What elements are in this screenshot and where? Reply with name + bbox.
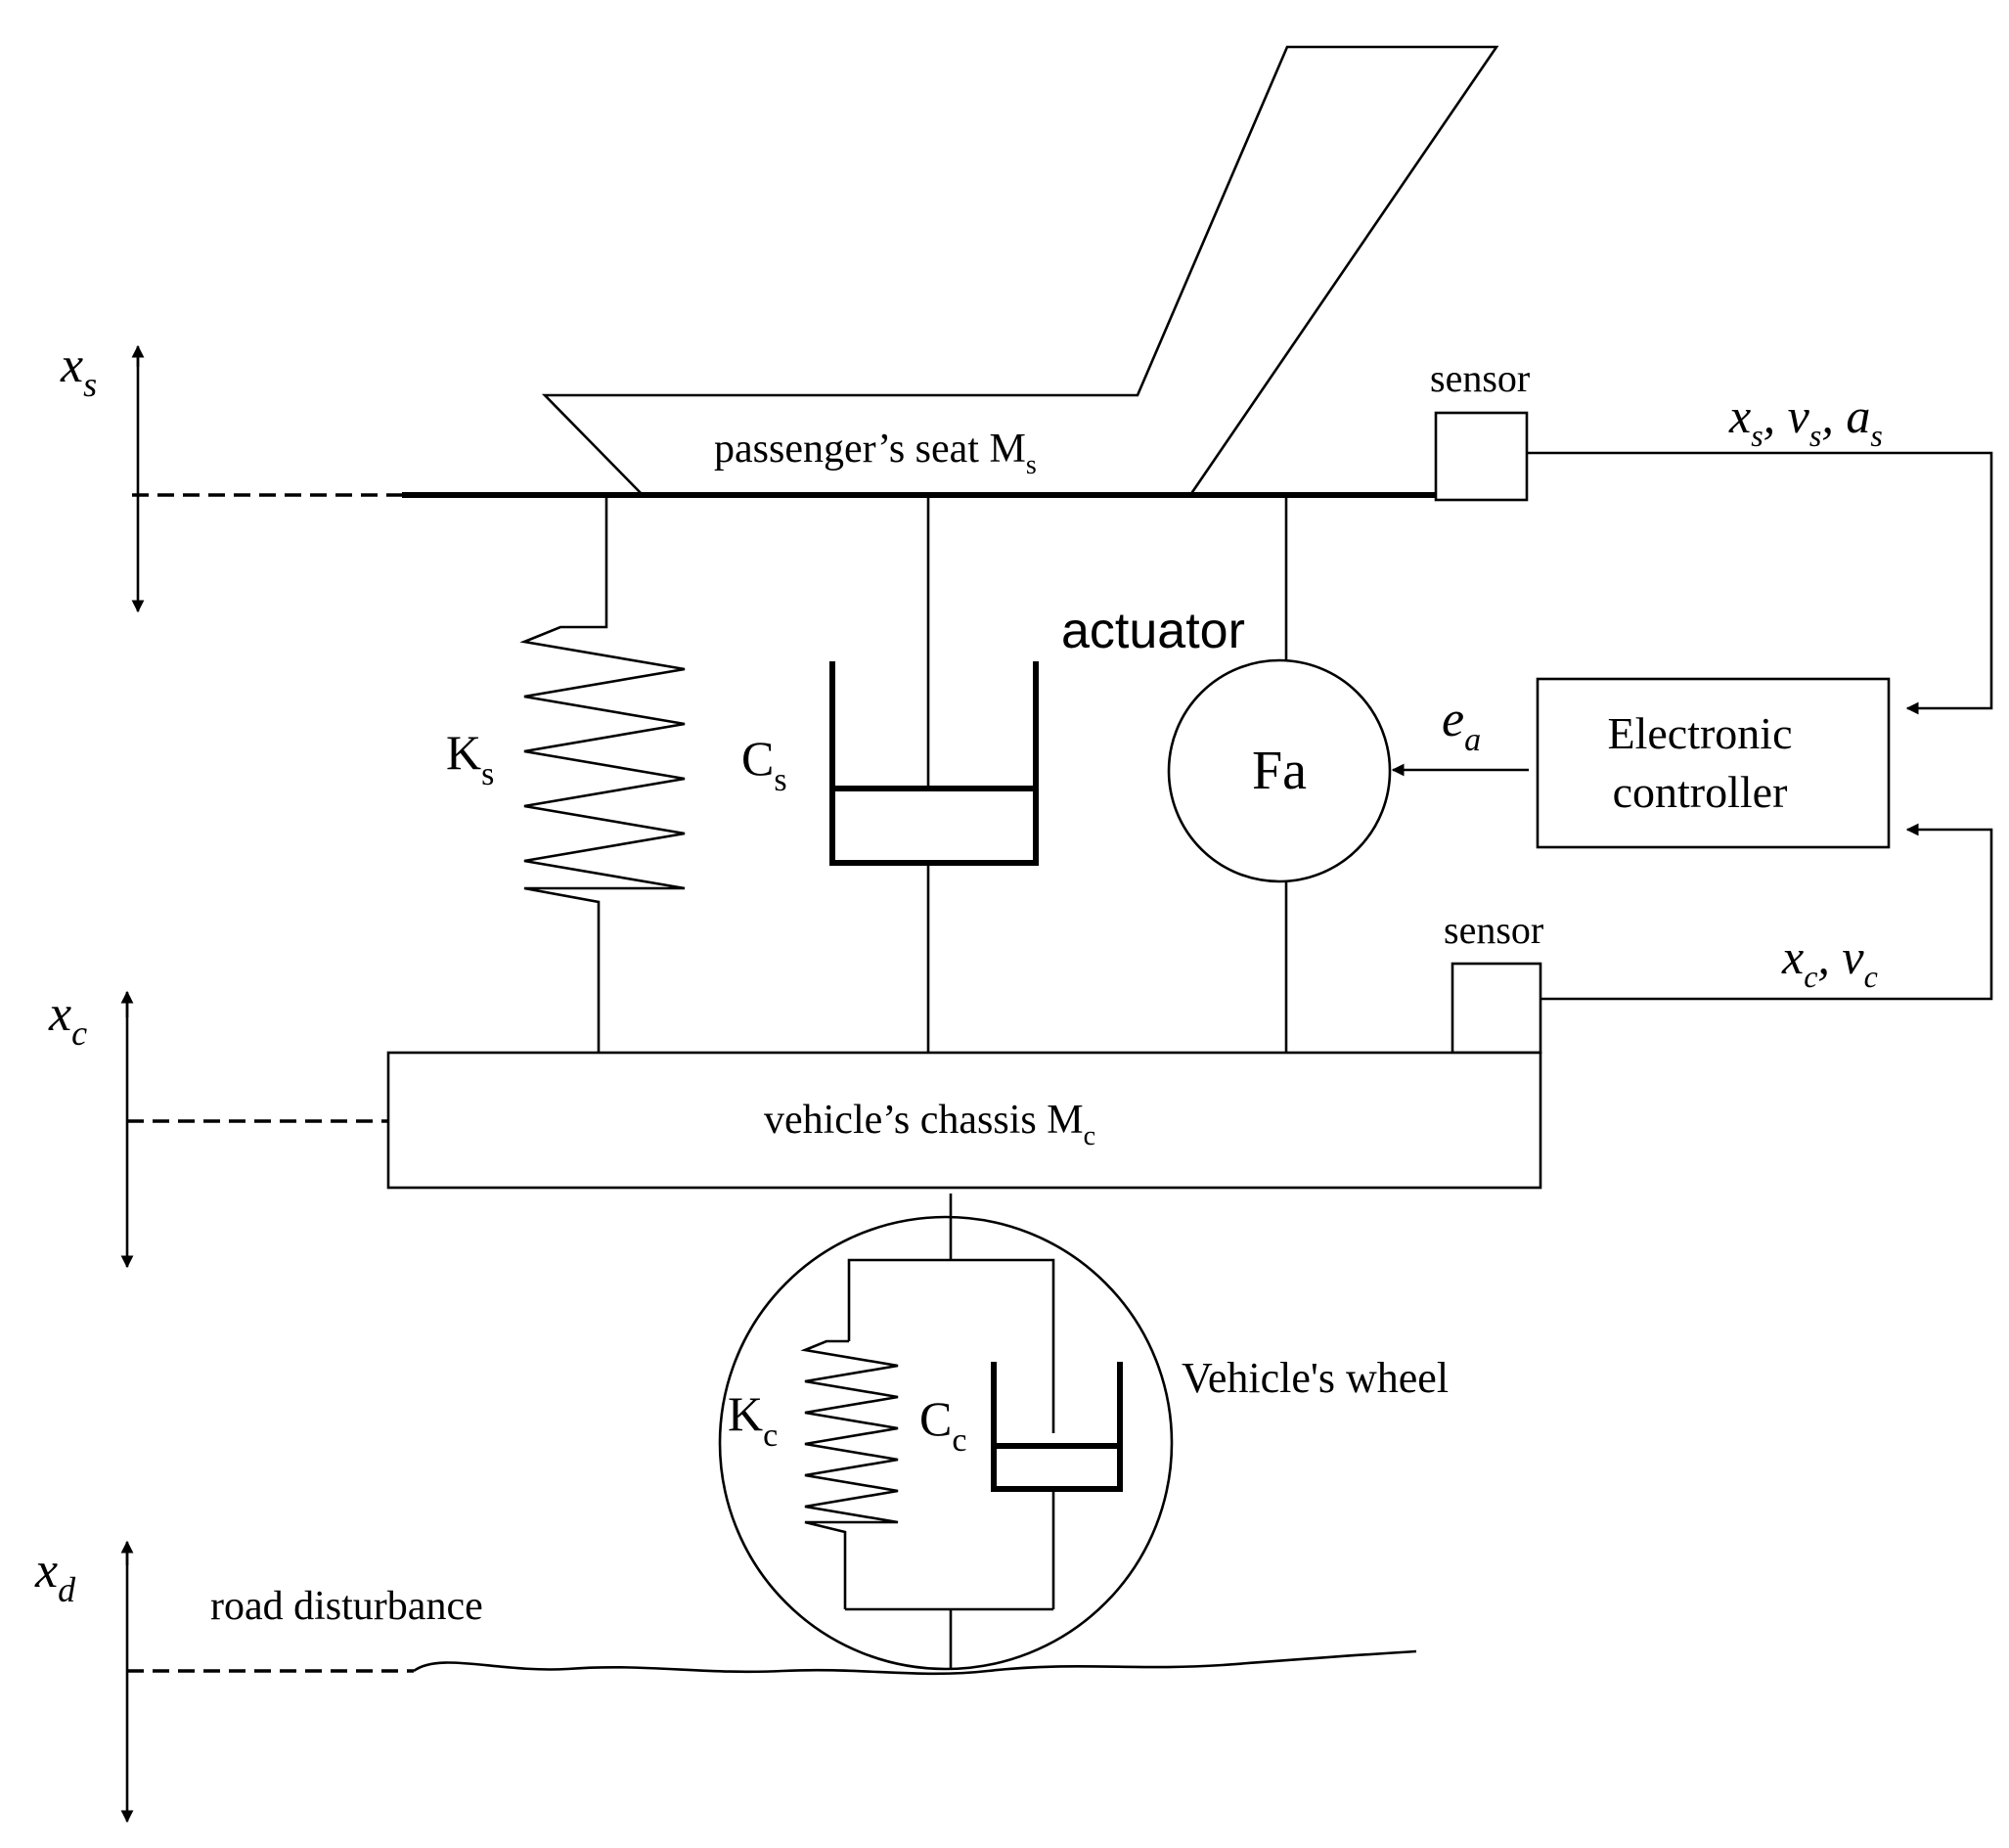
ea-label: ea (1442, 692, 1481, 758)
sensor-bottom (1451, 962, 1542, 1055)
xd-label: xd (34, 1543, 76, 1609)
kc-label: Kc (728, 1386, 778, 1454)
controller-label-line2: controller (1613, 767, 1788, 817)
road-label: road disturbance (210, 1584, 483, 1629)
controller-label-line1: Electronic (1607, 708, 1792, 758)
sensor-top (1434, 411, 1529, 502)
actuator-circle (1167, 658, 1392, 883)
xs-label: xs (60, 338, 97, 404)
signal-line-bottom (1540, 823, 1993, 1001)
ks-label: Ks (446, 725, 494, 792)
chassis-label: vehicle’s chassis Mc (764, 1098, 1095, 1151)
electronic-controller-box (1536, 677, 1891, 849)
spring-ks (519, 495, 686, 1053)
cs-label: Cs (741, 731, 787, 798)
vehicle-wheel-circle (718, 1215, 1174, 1671)
damper-cs-cylinder (829, 661, 1039, 866)
signal-bottom-label: xc, vc (1781, 929, 1878, 994)
xc-label: xc (48, 986, 87, 1053)
sensor-bottom-label: sensor (1444, 908, 1543, 952)
damper-cc-cylinder (991, 1362, 1123, 1492)
force-label: Fa (1252, 741, 1307, 801)
seat-shape (541, 45, 1499, 496)
cc-label: Cc (919, 1391, 966, 1459)
spring-kc (800, 1339, 899, 1609)
signal-line-top (1527, 451, 1993, 715)
sensor-top-label: sensor (1430, 356, 1530, 400)
wheel-label: Vehicle's wheel (1182, 1354, 1449, 1402)
seat-label: passenger’s seat Ms (714, 427, 1037, 480)
signal-top-label: xs, vs, as (1728, 388, 1883, 453)
road-surface (413, 1649, 1417, 1676)
actuator-label: actuator (1061, 603, 1245, 659)
vehicle-chassis-block (386, 1051, 1542, 1190)
